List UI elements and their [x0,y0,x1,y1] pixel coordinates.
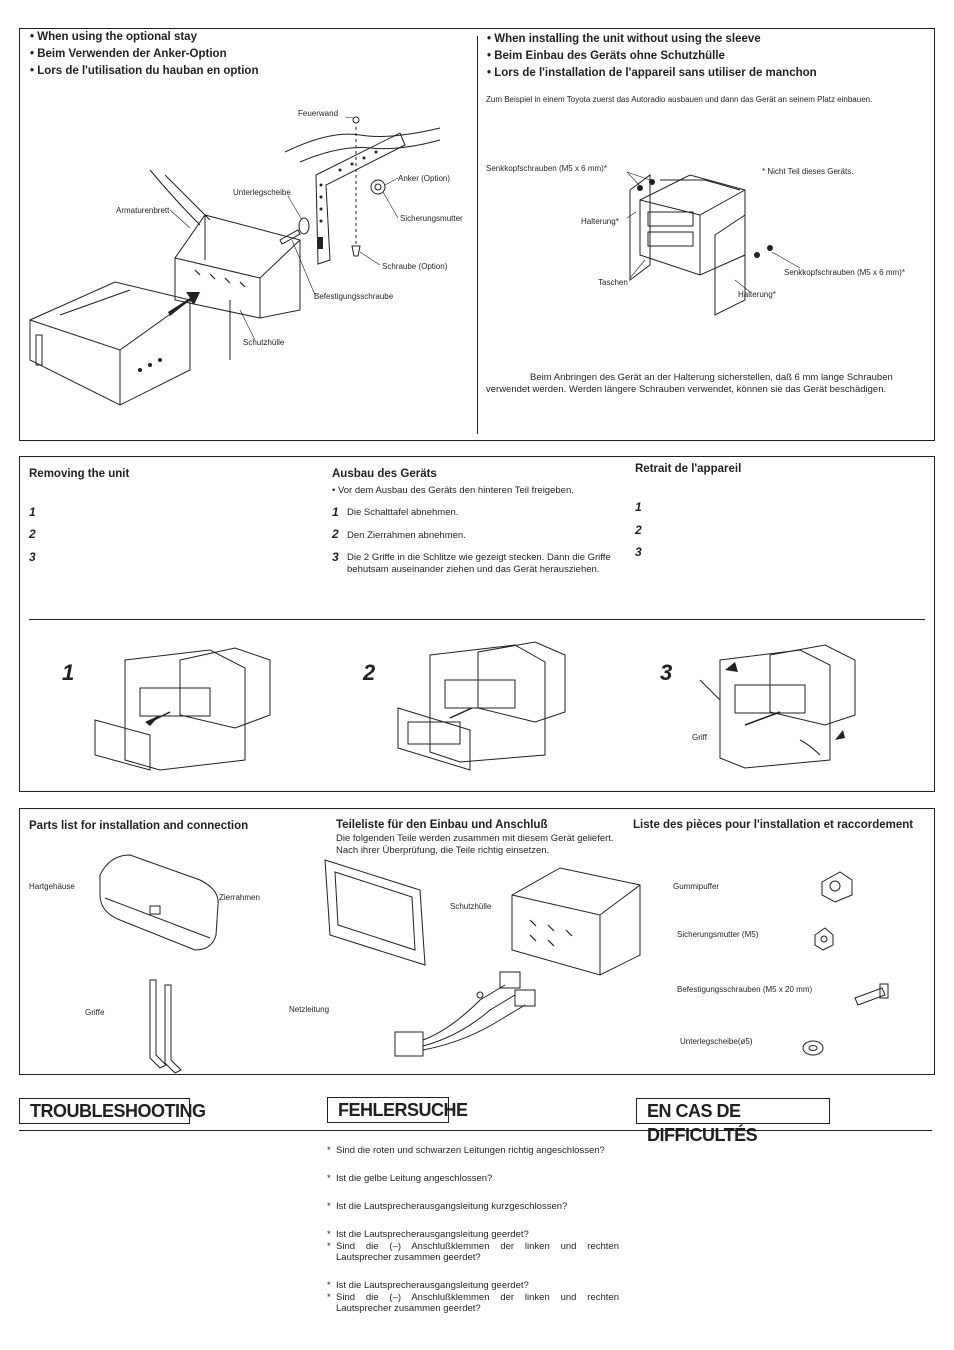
de-step-1: Die Schalttafel abnehmen. [347,507,459,518]
trouble-text: Sind die roten und schwarzen Leitungen r… [336,1145,605,1156]
label-schutzhuelle: Schutzhülle [243,338,285,347]
parts-de-sub2: Nach ihrer Überprüfung, die Teile richti… [336,845,550,856]
parts-de-sub1: Die folgenden Teile werden zusammen mit … [336,833,614,844]
removing-fr-title: Retrait de l'appareil [635,463,742,475]
trouble-item-1: *Sind die roten und schwarzen Leitungen … [327,1145,605,1156]
difficultes-heading: EN CAS DE DIFFICULTÉS [636,1098,830,1145]
label-netzleitung: Netzleitung [289,1005,330,1014]
parts-panel [19,808,935,1075]
label-zierrahmen: Zierrahmen [219,893,260,902]
bullet-fr: • Lors de l'installation de l'appareil s… [487,67,817,79]
figure-num-2: 2 [363,660,376,685]
trouble-item-5: *Ist die Lautsprecherausgangsleitung gee… [327,1280,619,1315]
trouble-item-4: *Ist die Lautsprecherausgangsleitung gee… [327,1229,619,1264]
without-sleeve-bullets: • When installing the unit without using… [487,31,817,82]
trouble-text: Sind die (–) Anschlußklemmen der linken … [336,1291,619,1315]
step-num-en-3: 3 [29,550,36,564]
label-griff: Griff [692,733,707,742]
label-taschen: Taschen [598,278,628,287]
trouble-text: Ist die Lautsprecherausgangsleitung geer… [336,1229,529,1240]
troubleshooting-heading: TROUBLESHOOTING [19,1098,206,1124]
toyota-intro: Zum Beispiel in einem Toyota zuerst das … [486,95,873,104]
label-befestigungsschrauben: Befestigungsschrauben (M5 x 20 mm) [677,985,813,994]
label-sicherungsmutter: Sicherungsmutter [400,214,463,223]
label-unterlegscheibe-part: Unterlegscheibe(ø5) [680,1037,753,1046]
trouble-text: Ist die Lautsprecherausgangsleitung kurz… [336,1201,568,1212]
label-schraube: Schraube (Option) [382,262,448,271]
fehlersuche-heading: FEHLERSUCHE [327,1097,468,1123]
label-halterung1: Halterung* [581,217,619,226]
trouble-item-3: *Ist die Lautsprecherausgangsleitung kur… [327,1201,568,1212]
label-befestigungsschraube: Befestigungsschraube [314,292,394,301]
installation-panel [19,28,935,441]
trouble-text: Sind die (–) Anschlußklemmen der linken … [336,1240,619,1264]
bullet-fr: • Lors de l'utilisation du hauban en opt… [30,65,259,77]
step-num-en-1: 1 [29,505,36,519]
label-senk1: Senkkopfschrauben (M5 x 6 mm)* [486,164,607,173]
step-num-fr-1: 1 [635,500,642,514]
step-num-en-2: 2 [29,527,36,541]
label-schutzhuelle-part: Schutzhülle [450,902,492,911]
bullet-de: • Beim Einbau des Geräts ohne Schutzhüll… [487,50,725,62]
figure-num-1: 1 [62,660,75,685]
screw-length-note: Beim Anbringen des Gerät an der Halterun… [486,372,893,395]
label-armaturenbrett: Armaturenbrett [116,206,170,215]
de-step-2: Den Zierrahmen abnehmen. [347,530,466,541]
step-num-fr-3: 3 [635,545,642,559]
label-griffe: Griffe [85,1008,105,1017]
bullet-en: • When using the optional stay [30,31,197,43]
figure-num-3: 3 [660,660,673,685]
label-senk2: Senkkopfschrauben (M5 x 6 mm)* [784,268,905,277]
trouble-text: Ist die gelbe Leitung angeschlossen? [336,1173,493,1184]
removing-de-intro: • Vor dem Ausbau des Geräts den hinteren… [332,485,574,496]
label-gummipuffer: Gummipuffer [673,882,720,891]
label-feuerwand: Feuerwand [298,109,339,118]
trouble-text: Ist die Lautsprecherausgangsleitung geer… [336,1280,529,1291]
optional-stay-bullets: • When using the optional stay • Beim Ve… [30,29,258,80]
bullet-de: • Beim Verwenden der Anker-Option [30,48,227,60]
column-divider [477,36,478,434]
label-anker: Anker (Option) [398,174,451,183]
step-num-de-3: 3 [332,550,339,564]
removing-de-title: Ausbau des Geräts [332,468,437,480]
label-nicht-teil: * Nicht Teil dieses Geräts. [762,167,854,176]
removing-divider [29,619,925,620]
removing-en-title: Removing the unit [29,468,130,480]
troubleshooting-rule [19,1130,932,1131]
removing-panel [19,456,935,792]
step-num-de-1: 1 [332,505,339,519]
bullet-en: • When installing the unit without using… [487,33,761,45]
step-num-fr-2: 2 [635,523,642,537]
label-halterung2: Halterung* [738,290,776,299]
parts-de-title: Teileliste für den Einbau und Anschluß [336,819,548,831]
label-unterlegscheibe: Unterlegscheibe [233,188,291,197]
label-hartgehaeuse: Hartgehäuse [29,882,75,891]
trouble-item-2: *Ist die gelbe Leitung angeschlossen? [327,1173,493,1184]
parts-en-title: Parts list for installation and connecti… [29,820,249,832]
step-num-de-2: 2 [332,527,339,541]
label-sicherungsmutter-m5: Sicherungsmutter (M5) [677,930,759,939]
parts-fr-title: Liste des pièces pour l'installation et … [633,819,914,831]
de-step-3: Die 2 Griffe in die Schlitze wie gezeigt… [347,552,611,575]
